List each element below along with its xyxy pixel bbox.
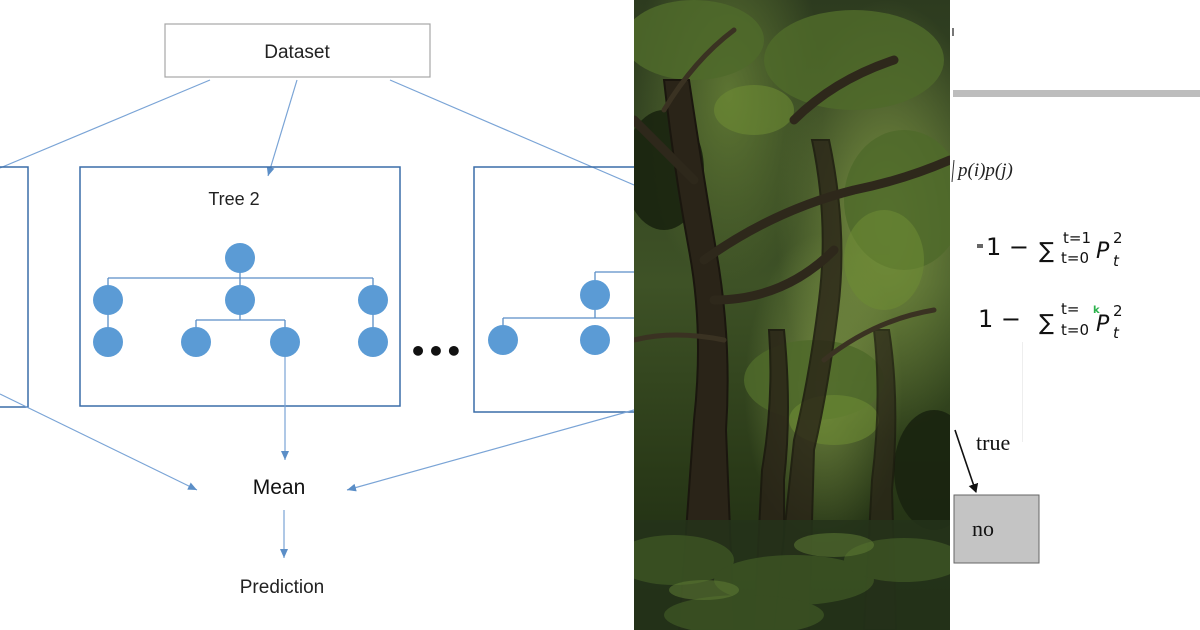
svg-text:t=1: t=1 <box>1063 229 1091 247</box>
mean-label: Mean <box>253 476 306 499</box>
svg-text:P: P <box>1096 312 1110 337</box>
gini-formula-line1: 1 − ∑ t=1 t=0 P 2 t <box>977 229 1123 270</box>
formula-canvas: p(i)p(j) 1 − ∑ t=1 t=0 P 2 t 1 − ∑ t= k … <box>951 28 1200 564</box>
dataset-to-tree2-arrow <box>266 79 298 177</box>
svg-text:P: P <box>1096 239 1110 264</box>
tree3-to-mean-arrow <box>346 409 634 492</box>
dataset-to-tree1-line <box>0 79 211 169</box>
svg-text:t=0: t=0 <box>1061 321 1089 339</box>
tree2-label: Tree 2 <box>208 189 259 209</box>
svg-text:∑: ∑ <box>1039 311 1054 336</box>
tree2-leaf-node <box>358 327 388 357</box>
tree3-box <box>473 166 634 413</box>
tree3-leaf-node <box>580 325 610 355</box>
tree2-node <box>358 285 388 315</box>
svg-text:2: 2 <box>1113 302 1123 320</box>
svg-text:2: 2 <box>1113 229 1123 247</box>
dataset-label: Dataset <box>264 42 330 63</box>
formula-fragment: p(i)p(j) <box>956 160 1013 181</box>
tree2-root-node <box>225 243 255 273</box>
tree3-edges <box>502 271 634 326</box>
tree2-leaf-node <box>93 327 123 357</box>
more-trees-ellipsis: ••• <box>409 335 463 368</box>
tree3-node <box>580 280 610 310</box>
separator-bar <box>953 90 1200 97</box>
formula-excerpt: p(i)p(j) 1 − ∑ t=1 t=0 P 2 t 1 − ∑ t= k … <box>950 0 1200 630</box>
svg-text:t=0: t=0 <box>1061 249 1089 267</box>
forest-photo <box>634 0 950 630</box>
svg-text:t=: t= <box>1061 300 1079 318</box>
prediction-label: Prediction <box>240 577 325 598</box>
tree2-box <box>79 166 401 407</box>
diagram-canvas: Dataset Tree 2 <box>0 23 634 598</box>
svg-text:1 −: 1 − <box>986 233 1029 261</box>
svg-text:k: k <box>1093 305 1100 316</box>
svg-text:t: t <box>1113 252 1120 270</box>
forest-illustration <box>634 0 950 630</box>
tree2-node <box>93 285 123 315</box>
dataset-box <box>164 23 431 78</box>
tree2-edges <box>107 272 374 328</box>
leaf-node-label: no <box>972 516 994 541</box>
random-forest-diagram: Dataset Tree 2 <box>0 23 634 598</box>
svg-text:t: t <box>1113 324 1120 342</box>
tree1-to-mean-arrow <box>0 393 198 491</box>
gini-formula-line2: 1 − ∑ t= k t=0 P 2 t <box>978 300 1123 342</box>
dataset-to-tree3-line <box>389 79 634 186</box>
tree2-node <box>225 285 255 315</box>
leaf-node-no <box>953 494 1040 564</box>
svg-text:∑: ∑ <box>1039 239 1054 264</box>
svg-text:1 −: 1 − <box>978 305 1021 333</box>
true-edge-label: true <box>976 430 1010 455</box>
tree2-leaf-node <box>181 327 211 357</box>
true-edge-arrow <box>954 429 979 493</box>
tree2-leaf-node <box>270 327 300 357</box>
tree1-box <box>0 166 29 408</box>
tree3-leaf-node <box>488 325 518 355</box>
